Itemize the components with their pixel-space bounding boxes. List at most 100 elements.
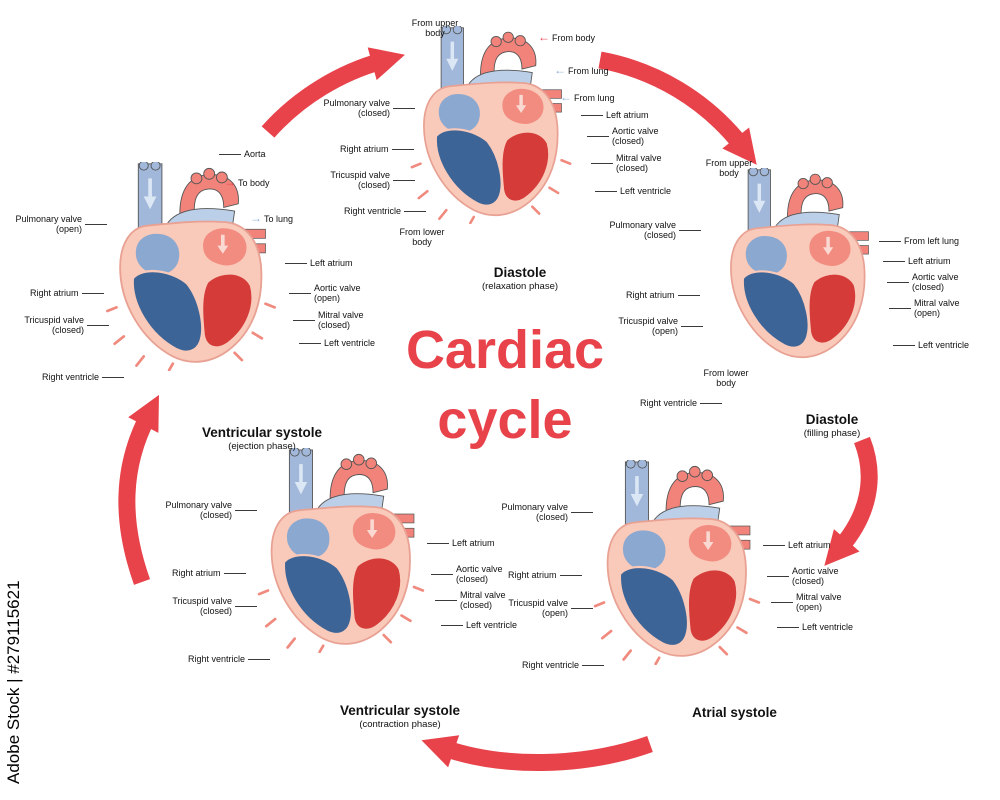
leader-line <box>393 107 415 109</box>
cycle-arrow-relaxation-to-filling <box>598 51 757 165</box>
flow-arrow-left-icon: ← <box>554 63 566 77</box>
leader-line <box>767 575 789 577</box>
label-aortic-valve: Aortic valve (closed) <box>428 564 528 585</box>
leader-line <box>587 135 609 137</box>
leader-line <box>235 509 257 511</box>
title-line-2: cycle <box>437 390 573 451</box>
page-title: Cardiac cycle <box>375 315 635 455</box>
leader-line <box>391 148 414 150</box>
label-left-atrium: Left atrium <box>282 258 353 268</box>
leader-line <box>581 114 603 116</box>
label-left-ventricle: Left ventricle <box>438 620 517 630</box>
heart-atrial-systole <box>593 460 761 665</box>
caption-diastole-relaxation: Diastole (relaxation phase) <box>481 265 559 292</box>
label-left-ventricle: Left ventricle <box>890 340 969 350</box>
label-right-atrium: Right atrium <box>30 288 107 298</box>
leader-line <box>293 319 315 321</box>
leader-line <box>441 624 463 626</box>
title-line-1: Cardiac <box>405 320 605 380</box>
label-left-ventricle: Left ventricle <box>774 622 853 632</box>
leader-line <box>87 324 109 326</box>
label-left-atrium: Left atrium <box>880 256 951 266</box>
leader-line <box>889 307 911 309</box>
leader-line <box>571 511 593 513</box>
leader-line <box>235 605 257 607</box>
label-pulmonary-valve: Pulmonary valve (closed) <box>318 98 418 119</box>
caption-ventricular-systole-contraction: Ventricular systole (contraction phase) <box>339 703 461 730</box>
label-tricuspid-valve: Tricuspid valve (open) <box>606 316 706 337</box>
flow-arrow-right-icon: → <box>250 211 262 225</box>
caption-ventricular-systole-ejection: Ventricular systole (ejection phase) <box>201 425 323 452</box>
heart-diastole-filling <box>729 168 870 359</box>
leader-line <box>771 601 793 603</box>
label-left-ventricle: Left ventricle <box>592 186 671 196</box>
leader-line <box>289 292 311 294</box>
leader-line <box>435 599 457 601</box>
label-right-ventricle: Right ventricle <box>640 398 725 408</box>
label-left-atrium: Left atrium <box>578 110 649 120</box>
cycle-arrow-filling-to-atrial <box>824 436 878 566</box>
heart-ventricular-systole-ejection <box>106 162 276 371</box>
label-mitral-valve: Mitral valve (closed) <box>432 590 532 611</box>
label-mitral-valve: Mitral valve (closed) <box>588 153 688 174</box>
caption-diastole-filling: Diastole (filling phase) <box>803 412 861 439</box>
flow-arrow-right-icon: → <box>224 175 236 189</box>
label-aortic-valve: Aortic valve (open) <box>286 283 386 304</box>
leader-line <box>427 542 449 544</box>
label-tricuspid-valve: Tricuspid valve (open) <box>496 598 596 619</box>
leader-line <box>81 292 104 294</box>
leader-line <box>879 240 901 242</box>
heart-diastole-relaxation <box>410 26 572 224</box>
leader-line <box>679 229 701 231</box>
leader-line <box>219 153 241 155</box>
label-pulmonary-valve: Pulmonary valve (closed) <box>496 502 596 523</box>
label-to-body: →To body <box>224 175 270 189</box>
label-pulmonary-valve: Pulmonary valve (closed) <box>604 220 704 241</box>
label-mitral-valve: Mitral valve (closed) <box>290 310 390 331</box>
label-left-atrium: Left atrium <box>760 540 831 550</box>
cycle-arrow-contraction-to-ejection <box>118 394 159 585</box>
label-left-ventricle: Left ventricle <box>296 338 375 348</box>
label-tricuspid-valve: Tricuspid valve (closed) <box>318 170 418 191</box>
leader-line <box>681 325 703 327</box>
label-from-lower-body: From lower body <box>703 368 749 389</box>
label-right-atrium: Right atrium <box>626 290 703 300</box>
leader-line <box>763 544 785 546</box>
label-pulmonary-valve: Pulmonary valve (open) <box>10 214 110 235</box>
leader-line <box>85 223 107 225</box>
heart-ventricular-systole-contraction <box>257 448 425 653</box>
label-right-atrium: Right atrium <box>172 568 249 578</box>
label-tricuspid-valve: Tricuspid valve (closed) <box>12 315 112 336</box>
leader-line <box>299 342 321 344</box>
cycle-arrow-atrial-to-contraction <box>421 735 653 772</box>
leader-line <box>102 376 125 378</box>
leader-line <box>883 260 905 262</box>
stock-watermark: Adobe Stock | #279115621 <box>4 580 23 784</box>
label-right-atrium: Right atrium <box>340 144 417 154</box>
leader-line <box>393 179 415 181</box>
label-from-body: ←From body <box>538 30 596 44</box>
label-aorta: Aorta <box>216 149 266 159</box>
label-right-ventricle: Right ventricle <box>188 654 273 664</box>
leader-line <box>248 658 271 660</box>
leader-line <box>559 574 582 576</box>
label-aortic-valve: Aortic valve (closed) <box>884 272 984 293</box>
leader-line <box>404 210 427 212</box>
leader-line <box>700 402 723 404</box>
label-aortic-valve: Aortic valve (closed) <box>764 566 864 587</box>
leader-line <box>582 664 605 666</box>
label-tricuspid-valve: Tricuspid valve (closed) <box>160 596 260 617</box>
leader-line <box>893 344 915 346</box>
label-to-lung: →To lung <box>250 211 294 225</box>
leader-line <box>285 262 307 264</box>
label-mitral-valve: Mitral valve (open) <box>886 298 986 319</box>
leader-line <box>591 162 613 164</box>
label-from-lower-body: From lower body <box>399 227 445 248</box>
leader-line <box>571 607 593 609</box>
label-right-ventricle: Right ventricle <box>344 206 429 216</box>
caption-atrial-systole: Atrial systole <box>692 705 777 720</box>
leader-line <box>677 294 700 296</box>
label-right-atrium: Right atrium <box>508 570 585 580</box>
